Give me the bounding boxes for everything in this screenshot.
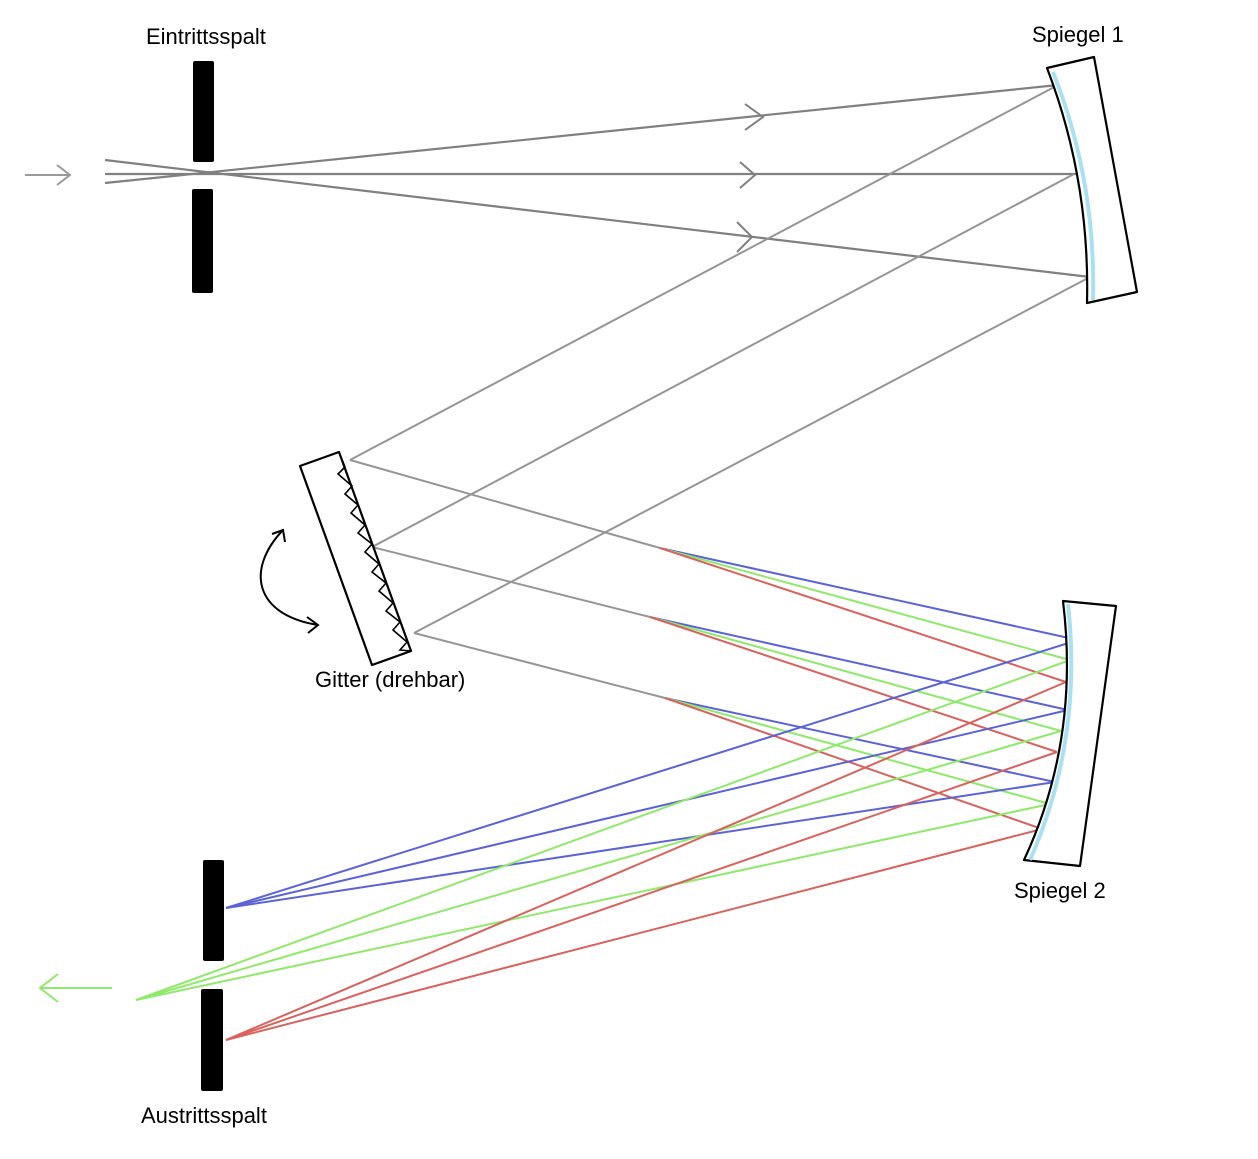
diffracted-beam	[413, 632, 666, 699]
chevron-right-icon	[744, 103, 765, 131]
grating-grooves	[336, 451, 412, 652]
dispersed-rays	[649, 547, 1079, 830]
grating-body	[298, 450, 413, 667]
mirror-2-label: Spiegel 2	[1014, 878, 1106, 903]
focused-rays	[135, 639, 1079, 1041]
exit-slit-lower-blade	[201, 989, 223, 1091]
grating	[298, 450, 413, 667]
output-arrow-icon	[38, 973, 112, 1003]
collimated-beam	[413, 276, 1091, 634]
red-ray	[649, 616, 1058, 753]
input-beam-bottom	[104, 83, 1059, 185]
curved-double-arrow-icon	[259, 528, 320, 634]
mirror-2	[1022, 599, 1118, 868]
blue-ray	[225, 639, 1079, 909]
mirror-1-label: Spiegel 1	[1032, 22, 1124, 47]
diffracted-beam	[349, 459, 661, 549]
beam-direction-icons	[736, 103, 765, 253]
entrance-slit-label: Eintrittsspalt	[146, 24, 266, 49]
grating-label: Gitter (drehbar)	[315, 667, 466, 692]
entrance-slit-upper-blade	[193, 61, 214, 162]
red-ray	[225, 828, 1043, 1041]
chevron-right-icon	[739, 161, 757, 189]
input-beam-top	[104, 158, 1091, 279]
green-ray	[649, 616, 1062, 732]
green-ray	[664, 697, 1051, 805]
collimated-beam	[349, 84, 1059, 461]
blue-ray	[649, 616, 1069, 711]
blue-ray	[659, 547, 1079, 641]
mirror-1	[1045, 55, 1139, 305]
red-ray	[225, 751, 1058, 1041]
red-ray	[225, 681, 1067, 1041]
collimated-beams	[349, 84, 1091, 634]
exit-slit	[201, 860, 224, 1091]
blue-ray	[225, 709, 1069, 909]
entrance-slit	[192, 61, 214, 293]
red-ray	[659, 547, 1067, 683]
blue-ray	[664, 697, 1056, 783]
input-arrow-icon	[25, 164, 72, 186]
green-ray	[135, 730, 1062, 1001]
diffracted-beams-grey	[349, 459, 666, 699]
input-beams	[104, 83, 1091, 279]
mirror-2-body	[1022, 599, 1118, 868]
green-ray	[135, 803, 1051, 1001]
blue-ray	[225, 781, 1056, 909]
diffracted-beam	[371, 546, 651, 618]
green-ray	[135, 659, 1071, 1001]
red-ray	[664, 697, 1043, 830]
green-ray	[659, 547, 1071, 661]
chevron-right-icon	[736, 221, 754, 253]
exit-slit-upper-blade	[203, 860, 224, 961]
collimated-beam	[371, 173, 1075, 548]
exit-slit-label: Austrittsspalt	[141, 1103, 267, 1128]
mirror-2-coating	[1028, 603, 1074, 861]
entrance-slit-lower-blade	[192, 189, 213, 293]
mirror-1-coating	[1051, 71, 1096, 301]
